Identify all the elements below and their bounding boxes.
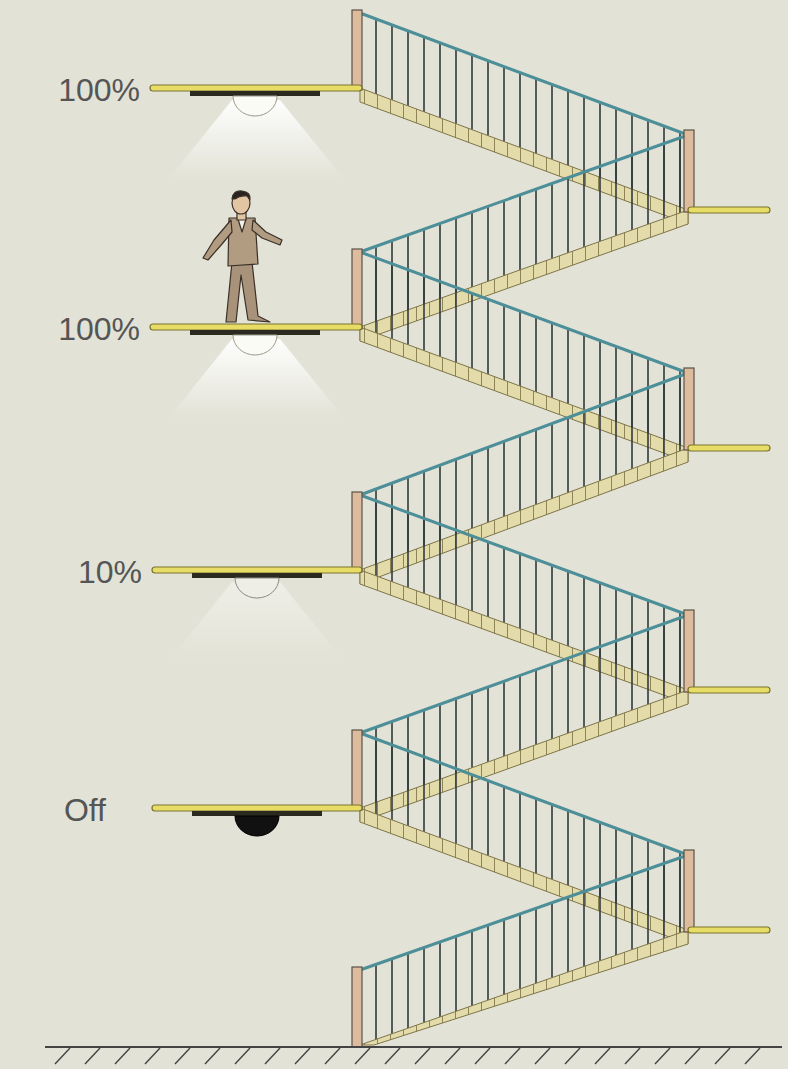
handrail (360, 373, 688, 495)
lamp-bulb (233, 335, 277, 355)
ground-line (45, 1046, 782, 1048)
newel-post (352, 249, 362, 329)
mid-landing (688, 207, 770, 213)
newel-post (352, 967, 362, 1047)
brightness-label: 10% (78, 554, 142, 590)
newel-post (684, 850, 694, 932)
handrail (360, 135, 688, 252)
stair-flight (360, 855, 688, 1045)
person-arm (203, 220, 232, 260)
handrail (360, 495, 688, 615)
newel-post (352, 492, 362, 572)
balusters (360, 855, 688, 1045)
newel-post (352, 730, 362, 810)
mid-landing (688, 445, 770, 451)
newel-post (684, 368, 694, 450)
person-figure (203, 191, 282, 322)
lamp-bulb (233, 96, 277, 116)
lamp-bulb (235, 578, 279, 598)
floor-landing (150, 324, 362, 330)
fixture-plate (192, 573, 322, 578)
mid-landing (688, 927, 770, 933)
newel-post (352, 10, 362, 90)
mid-landing (688, 687, 770, 693)
fixture-plate (190, 91, 320, 96)
handrail (360, 252, 688, 373)
person-arm (252, 220, 282, 245)
ground-hatch (55, 1048, 760, 1064)
handrail (360, 855, 688, 970)
brightness-label: 100% (58, 311, 140, 347)
floor-landing (152, 805, 362, 811)
person-shirt (238, 219, 246, 232)
landings (150, 85, 770, 933)
floor-landing (150, 85, 362, 91)
newel-post (684, 610, 694, 692)
person-legs (226, 262, 270, 322)
lamp-off (235, 816, 279, 836)
handrail (360, 733, 688, 855)
newel-post (684, 130, 694, 212)
newel-posts (352, 10, 694, 1047)
stair-steps (360, 930, 688, 1045)
floor-landing (152, 567, 362, 573)
off-state-label: Off (64, 792, 106, 828)
stair-flights (360, 13, 688, 1045)
light-beams (168, 100, 345, 662)
handrail (360, 615, 688, 733)
ground (45, 1047, 782, 1064)
handrail (360, 13, 688, 135)
fixture-plate (192, 811, 322, 816)
brightness-label: 100% (58, 72, 140, 108)
person-hair (232, 191, 250, 200)
fixture-plate (190, 330, 320, 335)
light-fixtures (190, 91, 322, 836)
